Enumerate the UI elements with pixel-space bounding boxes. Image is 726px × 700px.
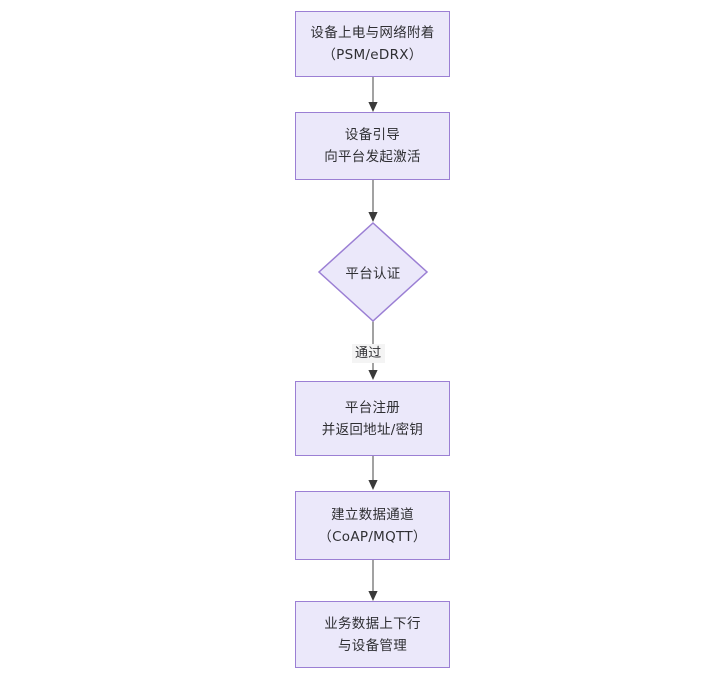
connector-n2-n3: [368, 180, 378, 222]
flow-node-device-bootstrap[interactable]: 设备引导 向平台发起激活: [295, 112, 450, 180]
flow-node-power-on-attach-line1: 设备上电与网络附着: [310, 25, 435, 41]
flow-node-business-data[interactable]: 业务数据上下行 与设备管理: [295, 601, 450, 668]
flow-node-platform-auth[interactable]: 平台认证: [317, 221, 429, 323]
connector-n4-n5: [368, 456, 378, 490]
flow-node-device-bootstrap-line1: 设备引导: [344, 127, 401, 143]
flow-node-business-data-line2: 与设备管理: [338, 637, 407, 654]
flow-node-power-on-attach-line2: （PSM/eDRX）: [322, 47, 423, 63]
flow-node-platform-register-line1: 平台注册: [344, 399, 401, 416]
flow-node-platform-auth-label: 平台认证: [345, 266, 401, 282]
connector-n1-n2: [368, 77, 378, 112]
flow-node-platform-register[interactable]: 平台注册 并返回地址/密钥: [295, 381, 450, 456]
edge-label-pass: 通过: [352, 344, 385, 363]
flow-node-data-channel-line1: 建立数据通道: [331, 506, 414, 523]
connector-n5-n6: [368, 560, 378, 601]
flow-node-data-channel[interactable]: 建立数据通道 （CoAP/MQTT）: [295, 491, 450, 560]
flow-node-platform-register-line2: 并返回地址/密钥: [321, 421, 424, 438]
flow-node-device-bootstrap-line2: 向平台发起激活: [324, 149, 421, 165]
flow-node-business-data-line1: 业务数据上下行: [324, 615, 421, 632]
flow-node-data-channel-line2: （CoAP/MQTT）: [318, 528, 427, 545]
flow-node-power-on-attach[interactable]: 设备上电与网络附着 （PSM/eDRX）: [295, 11, 450, 77]
diamond-shape: [317, 221, 429, 323]
